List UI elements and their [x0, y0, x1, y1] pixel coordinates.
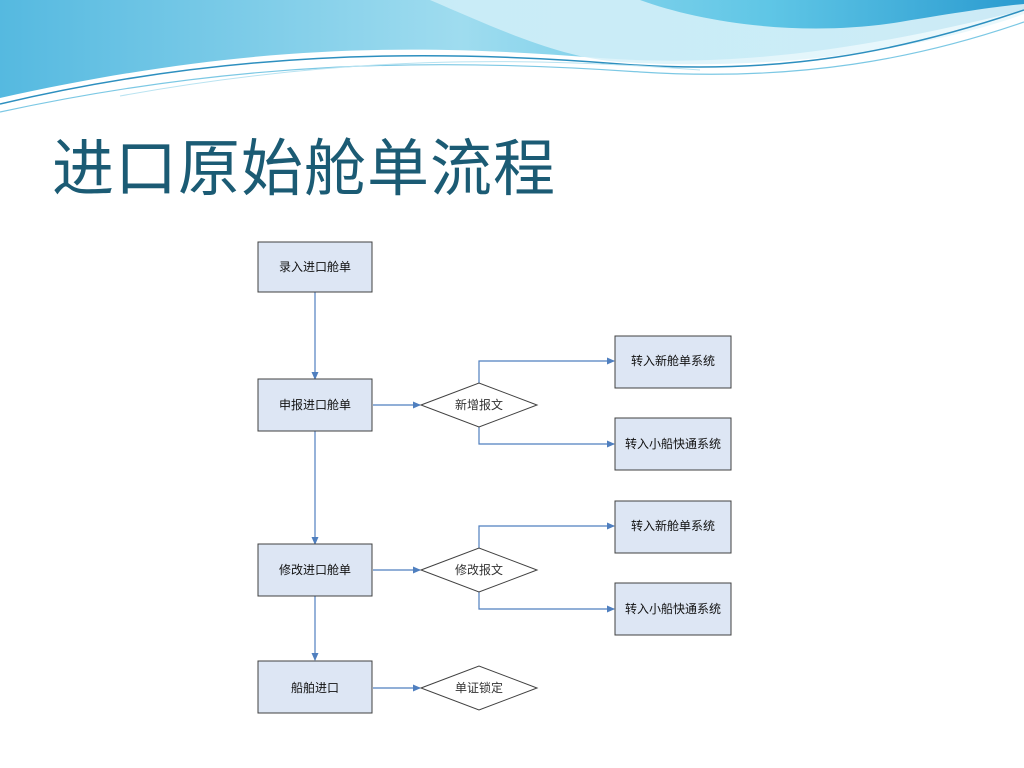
decision-label: 单证锁定 — [455, 680, 503, 695]
target-new-manifest-system-1: 转入新舱单系统 — [614, 335, 732, 389]
step-vessel-import: 船舶进口 — [257, 660, 373, 714]
arrow-d1-t2 — [478, 427, 615, 448]
target-label: 转入新舱单系统 — [631, 518, 715, 533]
decision-label: 新增报文 — [455, 397, 503, 412]
target-new-manifest-system-2: 转入新舱单系统 — [614, 500, 732, 554]
wave-line-2 — [0, 21, 1024, 113]
slide-title: 进口原始舱单流程 — [52, 132, 557, 205]
step-declare-import-manifest: 申报进口舱单 — [257, 378, 373, 432]
target-label: 转入小船快通系统 — [625, 436, 721, 451]
step-label: 修改进口舱单 — [279, 562, 351, 577]
wave-line-3 — [119, 61, 701, 97]
flowchart: 录入进口舱单 申报进口舱单 修改进口舱单 船舶进口 新增报文 修改报文 — [257, 241, 732, 714]
header-wave-decoration — [0, 0, 1024, 113]
step-modify-import-manifest: 修改进口舱单 — [257, 543, 373, 597]
arrow-d2-t4 — [478, 592, 615, 613]
target-label: 转入新舱单系统 — [631, 353, 715, 368]
wave-line-1 — [0, 9, 1024, 105]
decision-label: 修改报文 — [455, 562, 503, 577]
target-label: 转入小船快通系统 — [625, 601, 721, 616]
decision-new-message: 新增报文 — [419, 382, 539, 428]
flowchart-panel: 录入进口舱单 申报进口舱单 修改进口舱单 船舶进口 新增报文 修改报文 — [257, 241, 732, 715]
arrow-d2-t3 — [478, 522, 615, 548]
connectors — [311, 292, 615, 692]
decision-modify-message: 修改报文 — [419, 547, 539, 593]
decision-document-lock: 单证锁定 — [419, 665, 539, 711]
step-label: 录入进口舱单 — [279, 260, 351, 274]
arrow-d1-t1 — [478, 357, 615, 383]
step-label: 船舶进口 — [291, 680, 339, 695]
target-small-vessel-system-2: 转入小船快通系统 — [614, 582, 732, 636]
step-record-import-manifest: 录入进口舱单 — [257, 241, 373, 293]
wave-light — [430, 0, 1024, 65]
wave-main — [0, 0, 1024, 98]
target-small-vessel-system-1: 转入小船快通系统 — [614, 417, 732, 471]
step-label: 申报进口舱单 — [279, 397, 351, 412]
